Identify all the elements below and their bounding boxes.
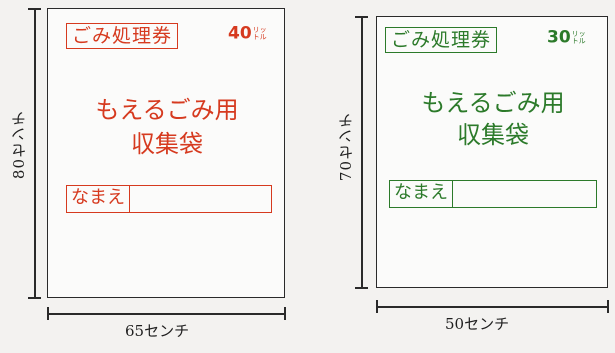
height-label: 80センチ: [10, 110, 28, 180]
name-label: なまえ: [67, 186, 130, 212]
capacity-unit-top: リッ: [252, 25, 267, 34]
capacity-value: 40: [228, 23, 252, 44]
capacity-unit-top: リッ: [571, 29, 586, 38]
capacity-value: 30: [547, 27, 571, 48]
bag-title-line1: もえるごみ用: [95, 96, 239, 124]
height-dimension-line: [34, 8, 36, 298]
bag-title-line2: 収集袋: [131, 130, 203, 158]
width-dimension-cap-right: [607, 300, 609, 313]
bag-title-line1: もえるごみ用: [421, 89, 565, 117]
width-dimension-line: [376, 306, 608, 308]
bag-title: もえるごみ用 収集袋: [48, 93, 286, 161]
bag-title: もえるごみ用 収集袋: [377, 87, 609, 151]
width-label: 65センチ: [125, 322, 190, 340]
capacity-unit-bottom: トル: [571, 36, 586, 45]
height-dimension-cap-top: [355, 16, 368, 18]
width-label: 50センチ: [445, 315, 510, 333]
small-garbage-bag: ごみ処理券 30リットル もえるごみ用 収集袋 なまえ: [376, 16, 608, 288]
capacity-indicator: 30リットル: [547, 27, 586, 48]
name-label: なまえ: [390, 181, 453, 207]
name-blank: [453, 181, 596, 207]
width-dimension-cap-left: [47, 307, 49, 320]
height-dimension-cap-bottom: [355, 287, 368, 289]
capacity-indicator: 40リットル: [228, 23, 267, 44]
name-field: なまえ: [66, 185, 272, 213]
name-field: なまえ: [389, 180, 597, 208]
width-dimension-cap-right: [284, 307, 286, 320]
garbage-ticket-label: ごみ処理券: [385, 27, 498, 53]
bag-title-line2: 収集袋: [457, 121, 529, 149]
garbage-ticket-label: ごみ処理券: [66, 23, 179, 49]
width-dimension-cap-left: [376, 300, 378, 313]
height-dimension-cap-top: [28, 8, 41, 10]
height-dimension-cap-bottom: [28, 297, 41, 299]
height-dimension-line: [361, 16, 363, 288]
large-garbage-bag: ごみ処理券 40リットル もえるごみ用 収集袋 なまえ: [47, 8, 285, 298]
name-blank: [130, 186, 271, 212]
capacity-unit-bottom: トル: [252, 32, 267, 41]
height-label: 70センチ: [337, 112, 355, 182]
width-dimension-line: [47, 313, 285, 315]
